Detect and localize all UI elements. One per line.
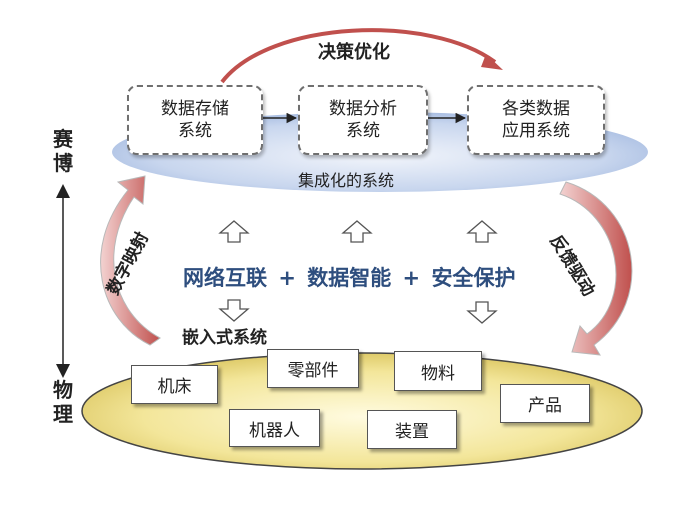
digital-mapping-arrow [100,175,161,346]
decision-optimization-arrow [220,28,497,84]
cyber-char: 赛 [53,127,73,151]
decision-arrowhead [481,54,503,70]
data-analysis-system-box: 数据分析系统 [298,85,428,155]
decision-optimization-label: 决策优化 [318,42,390,63]
hollow-up-arrow [466,220,498,243]
physical-layer-ellipse [81,352,643,470]
hollow-down-arrow [466,301,498,324]
hollow-up-arrow [341,220,373,243]
plus-sign: + [402,266,421,290]
robot-box: 机器人 [229,409,320,447]
box-line: 数据分析 [329,99,397,119]
box-line: 数据存储 [161,99,229,119]
plus-sign: + [278,266,296,290]
hollow-up-arrow [218,220,250,243]
security-protection-text: 安全保护 [431,266,516,290]
box-line: 系统 [346,121,380,141]
data-application-system-box: 各类数据应用系统 [467,85,605,155]
embedded-system-label: 嵌入式系统 [182,328,267,348]
network-interconnect-text: 网络互联 [183,266,267,290]
parts-box: 零部件 [267,349,359,388]
cyber-label: 赛 博 [52,127,74,175]
data-storage-system-box: 数据存储系统 [127,85,263,155]
physical-char: 物 [53,378,73,402]
feedback-drive-arrow [559,181,633,356]
box-line: 应用系统 [502,121,570,141]
physical-char: 理 [53,402,73,426]
device-box: 装置 [367,410,457,449]
machine-tool-box: 机床 [131,365,218,404]
axis-arrow-up [56,184,70,198]
box-line: 各类数据 [502,99,570,119]
middle-headline: 网络互联 + 数据智能 + 安全保护 [183,262,515,292]
material-box: 物料 [394,351,482,391]
product-box: 产品 [500,384,590,423]
hollow-down-arrow [218,299,250,322]
cyber-char: 博 [53,151,73,175]
axis-arrow-down [56,364,70,378]
integrated-system-label: 集成化的系统 [298,171,395,190]
physical-label: 物 理 [52,378,74,426]
data-intelligence-text: 数据智能 [307,266,392,290]
box-line: 系统 [178,121,212,141]
